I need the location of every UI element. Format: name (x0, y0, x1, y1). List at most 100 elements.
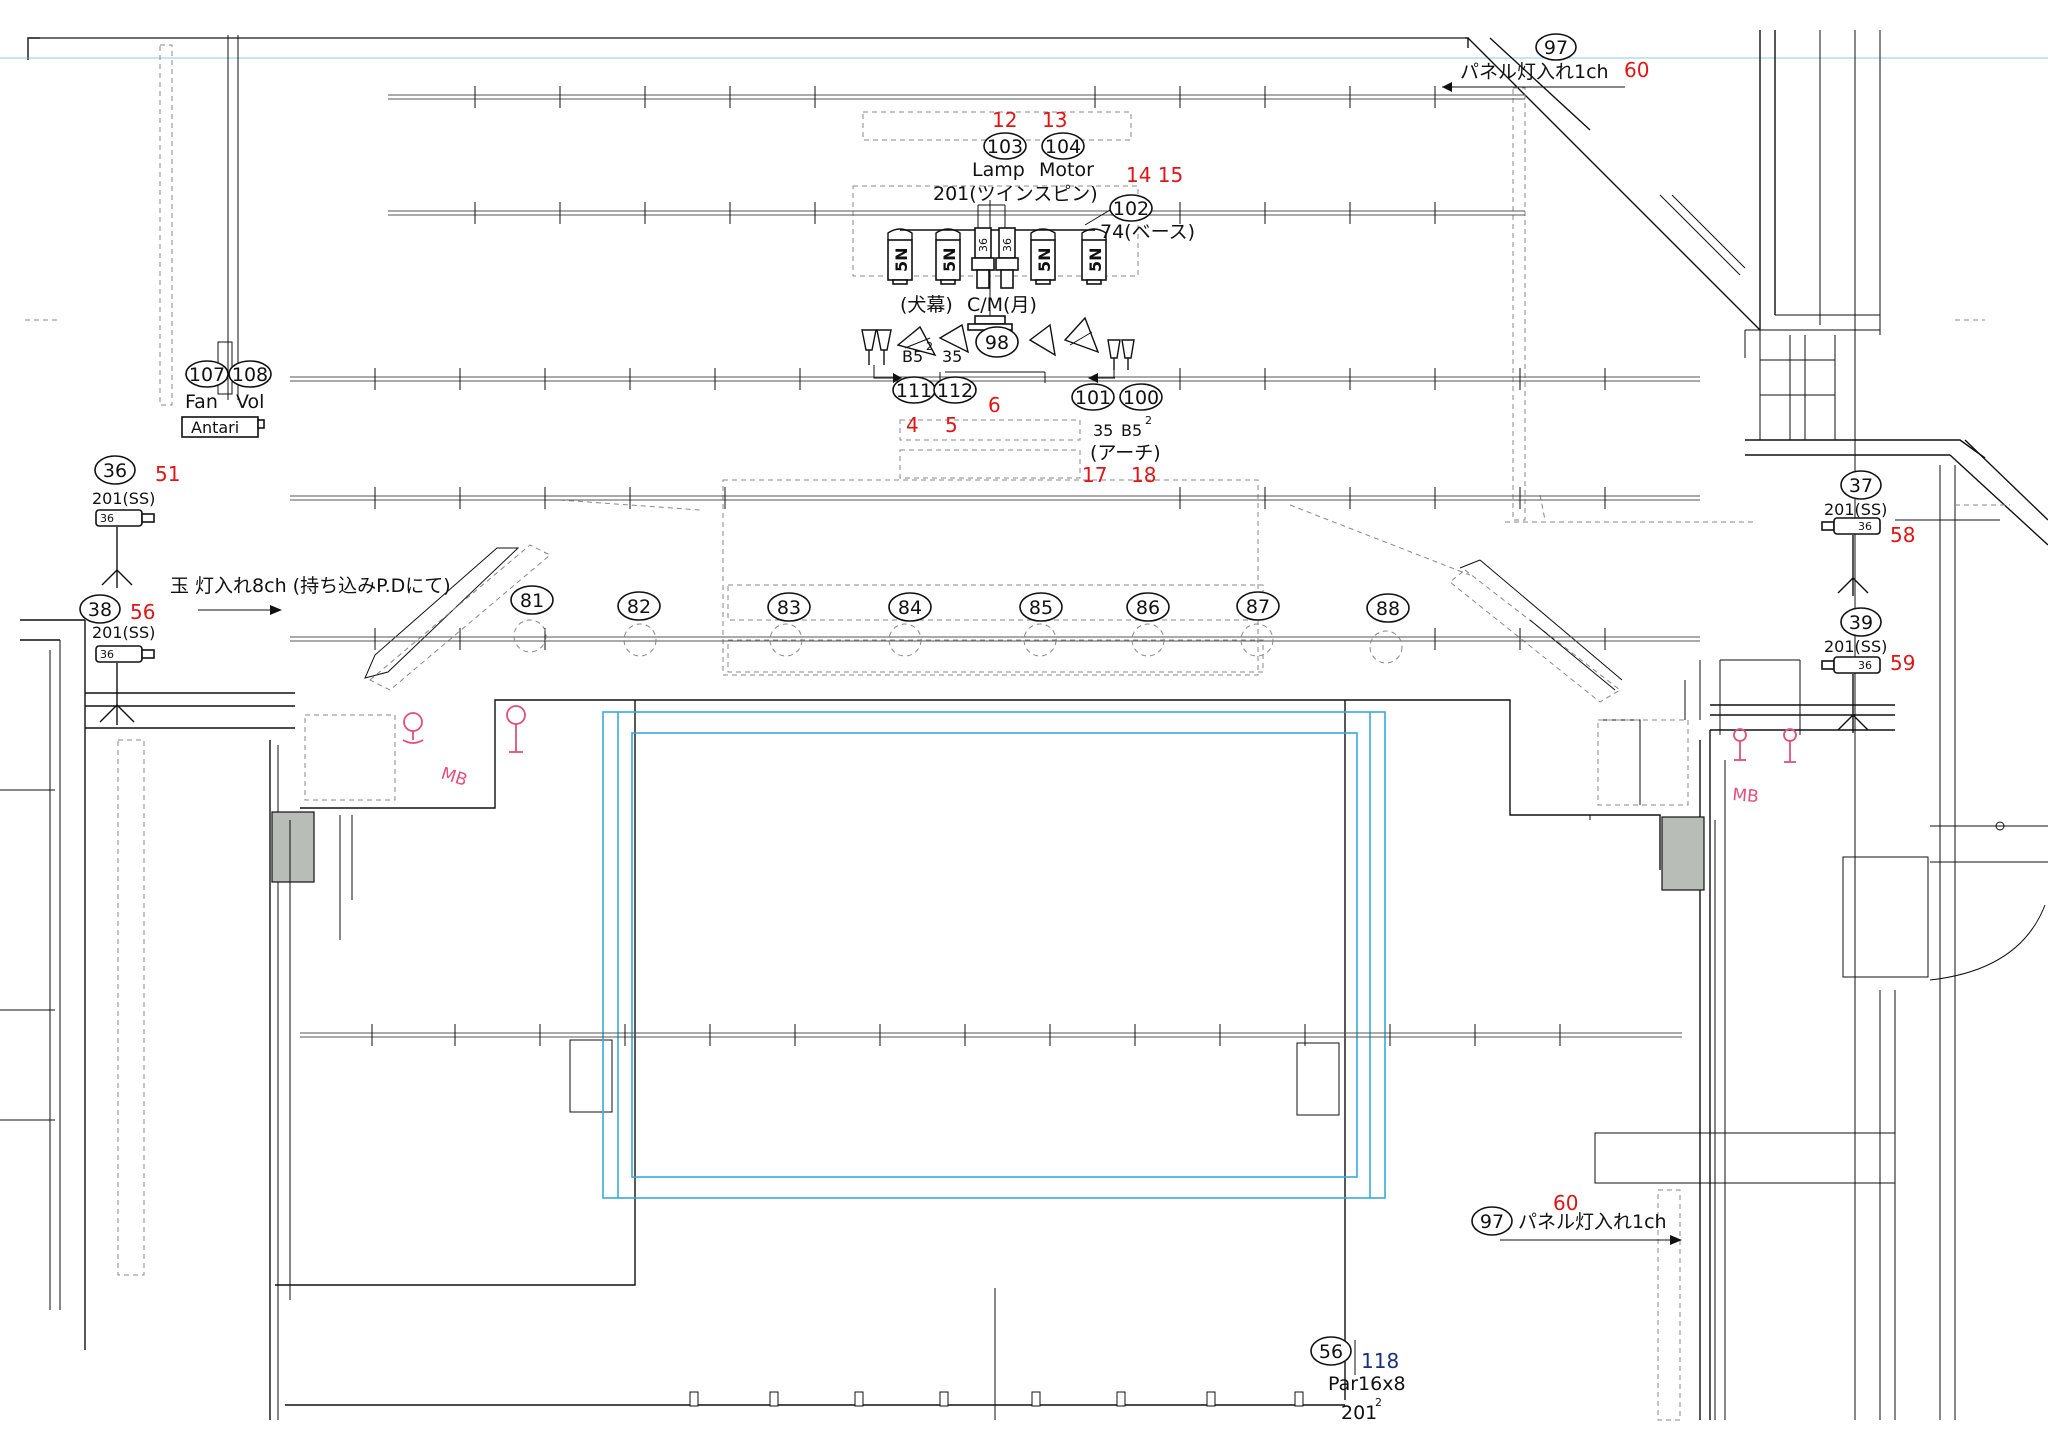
svg-text:97: 97 (1544, 37, 1568, 59)
circuit-104: 104 (1041, 132, 1085, 160)
svg-text:111: 111 (896, 380, 932, 402)
label-fan: Fan (185, 391, 218, 413)
batten-5 (290, 636, 1700, 642)
batten-6 (300, 1032, 1682, 1038)
label-panel-bottom: パネル灯入れ1ch (1518, 1211, 1667, 1233)
svg-text:56: 56 (1319, 1341, 1343, 1363)
channel-59: 59 (1890, 651, 1915, 675)
circuit-97-top: 97 (1535, 33, 1577, 61)
circuit-56: 56 (1310, 1336, 1352, 1366)
ss-stand-39: 36 (1821, 656, 1881, 733)
labels: パネル灯入れ1ch Lamp Motor 201(ツインスピン) 74(ベース)… (92, 61, 1887, 1424)
fixture-profile-left (861, 329, 892, 365)
label-b5-right: B5 (1121, 421, 1142, 440)
circuit-85: 85 (1019, 592, 1063, 657)
channel-56: 56 (130, 600, 155, 624)
circuit-38: 38 (79, 594, 121, 624)
label-panel-top: パネル灯入れ1ch (1460, 61, 1609, 83)
ss-37-gel: 36 (1858, 520, 1872, 533)
ss-36-gel: 36 (100, 512, 114, 525)
label-par16x8: Par16x8 (1328, 1373, 1406, 1395)
label-inumaku: (犬幕) (900, 294, 953, 316)
svg-text:38: 38 (88, 599, 112, 621)
circuit-108: 108 (228, 360, 272, 388)
circuit-82: 82 (617, 591, 661, 657)
batten-ticks (371, 86, 1606, 1046)
svg-text:104: 104 (1045, 136, 1081, 158)
svg-text:102: 102 (1113, 198, 1149, 220)
svg-text:84: 84 (898, 597, 922, 619)
circuit-36: 36 (94, 455, 136, 485)
venue-structure (0, 30, 2048, 1420)
batten-3 (290, 376, 1700, 382)
circuit-112: 112 (933, 376, 977, 404)
fixture-5n-3: 5N (1030, 228, 1056, 285)
handwritten-mb-left: MB (438, 764, 469, 791)
batten-1 (388, 94, 1525, 100)
svg-text:39: 39 (1849, 612, 1873, 634)
channel-58: 58 (1890, 523, 1915, 547)
fixture-36-1: 36 (971, 227, 995, 289)
svg-text:112: 112 (937, 380, 973, 402)
label-201ss-38: 201(SS) (92, 623, 155, 642)
svg-text:83: 83 (777, 597, 801, 619)
label-cm-moon: C/M(月) (967, 294, 1037, 316)
label-201ss-36: 201(SS) (92, 489, 155, 508)
label-lamp: Lamp (972, 159, 1025, 181)
circuit-39: 39 (1840, 607, 1882, 637)
label-201ss-39: 201(SS) (1824, 637, 1887, 656)
label-base: 74(ベース) (1100, 221, 1195, 243)
ss-stand-37: 36 (1821, 517, 1881, 596)
circuit-86: 86 (1126, 592, 1170, 657)
circuit-81: 81 (510, 585, 554, 653)
svg-text:98: 98 (985, 332, 1009, 354)
par16-row (689, 1391, 1304, 1407)
label-twinspin: 201(ツインスピン) (933, 183, 1098, 205)
circuit-100: 100 (1119, 383, 1163, 411)
circuit-107: 107 (185, 360, 229, 388)
label-b5-right-sup: 2 (1145, 414, 1152, 427)
handwritten-marks: MB MB (402, 705, 1797, 807)
circuit-101: 101 (1071, 383, 1115, 411)
label-201ss-37: 201(SS) (1824, 500, 1887, 519)
fixture-wash-right (1028, 316, 1100, 357)
svg-text:103: 103 (987, 136, 1023, 158)
fixture-36-2-label: 36 (1001, 238, 1014, 252)
svg-text:87: 87 (1246, 596, 1270, 618)
fog-antari (181, 416, 265, 438)
channel-17: 17 (1082, 463, 1107, 487)
circuit-97-bottom: 97 (1471, 1206, 1513, 1236)
channel-14-15: 14 15 (1126, 163, 1183, 187)
dashed-outlines (25, 44, 2010, 1421)
label-arch: (アーチ) (1090, 442, 1161, 464)
label-vol: Vol (236, 391, 264, 413)
channel-6: 6 (988, 393, 1001, 417)
circuit-83: 83 (767, 592, 811, 657)
batten-4 (290, 495, 1700, 501)
label-118: 118 (1361, 1349, 1399, 1373)
label-201-bottom: 201 (1341, 1402, 1377, 1424)
fixture-5n-4-label: 5N (1086, 247, 1105, 272)
channel-4: 4 (906, 413, 919, 437)
batten-2 (388, 210, 1525, 216)
label-201-bottom-sup: 2 (1375, 1396, 1382, 1409)
fixture-5n-2-label: 5N (940, 247, 959, 272)
label-b5-left-sup: 2 (926, 340, 933, 353)
fixture-5n-1-label: 5N (892, 247, 911, 272)
svg-text:81: 81 (520, 590, 544, 612)
ss-38-gel: 36 (100, 648, 114, 661)
circuit-markers: 97 103 104 102 98 107 108 111 112 101 10… (79, 33, 1882, 1366)
channel-60-top: 60 (1624, 58, 1649, 82)
fixture-36-2: 36 (995, 227, 1019, 289)
svg-text:97: 97 (1480, 1211, 1504, 1233)
arrows (198, 82, 1682, 1245)
channel-5: 5 (945, 413, 958, 437)
label-motor: Motor (1039, 159, 1094, 181)
svg-text:82: 82 (627, 596, 651, 618)
circuit-102: 102 (1109, 194, 1153, 222)
channel-12: 12 (992, 108, 1017, 132)
fixture-5n-2: 5N (935, 228, 961, 285)
channel-51: 51 (155, 462, 180, 486)
fixture-5n-1: 5N (887, 228, 913, 285)
